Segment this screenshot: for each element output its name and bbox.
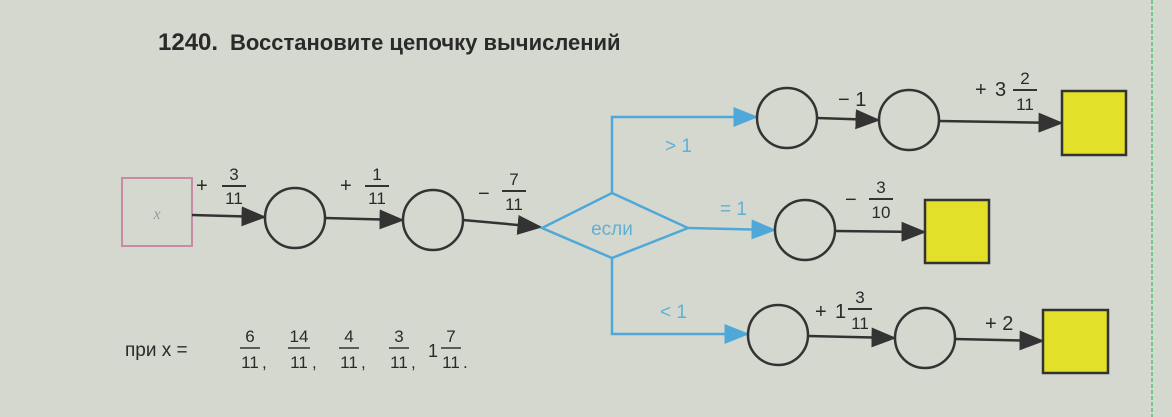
op-sign: − — [478, 183, 490, 205]
arrow — [191, 206, 267, 227]
svg-text:,: , — [411, 353, 416, 372]
op-whole: 3 — [995, 79, 1006, 101]
value-numerator: 7 — [446, 327, 455, 346]
start-variable: x — [152, 206, 160, 223]
branch-gt-line — [610, 107, 759, 193]
blank-circle[interactable] — [893, 306, 957, 370]
op-numerator: 3 — [229, 165, 238, 184]
op-whole: 1 — [835, 301, 846, 323]
svg-text:.: . — [463, 353, 468, 372]
op-denominator: 10 — [872, 203, 891, 222]
op-sign: − — [845, 189, 857, 211]
op-numerator: 3 — [855, 288, 864, 307]
svg-text:,: , — [312, 353, 317, 372]
result-box[interactable] — [1060, 89, 1128, 157]
blank-circle[interactable] — [263, 186, 327, 250]
op-sign: + — [340, 175, 352, 197]
op-denominator: 11 — [225, 189, 243, 208]
svg-text:,: , — [262, 353, 267, 372]
blank-circle[interactable] — [401, 188, 465, 252]
op-sign: + — [975, 79, 987, 101]
value-denominator: 11 — [290, 353, 308, 372]
arrow — [938, 112, 1064, 133]
blank-circle[interactable] — [877, 88, 941, 152]
value-numerator: 3 — [394, 327, 403, 346]
value-whole: 1 — [428, 341, 438, 361]
value-denominator: 11 — [241, 353, 259, 372]
op-numerator: 3 — [876, 178, 885, 197]
op-denominator: 11 — [851, 314, 869, 333]
value-numerator: 14 — [290, 327, 309, 346]
value-denominator: 11 — [340, 353, 358, 372]
op-numerator: 7 — [509, 170, 518, 189]
value-numerator: 6 — [245, 327, 254, 346]
problem-number: 1240. — [158, 29, 218, 56]
arrow — [816, 109, 881, 130]
arrow — [462, 215, 543, 235]
branch-lt-line — [610, 258, 750, 344]
op-numerator: 1 — [372, 165, 381, 184]
op-numerator: 2 — [1020, 69, 1029, 88]
problem-title: Восстановите цепочку вычислений — [230, 30, 621, 55]
op-denominator: 11 — [505, 195, 523, 214]
blank-circle[interactable] — [755, 86, 819, 150]
arrow — [954, 330, 1045, 351]
branch-lt-condition: < 1 — [660, 302, 687, 323]
value-numerator: 4 — [344, 327, 353, 346]
result-box[interactable] — [923, 198, 991, 265]
decision-label: если — [591, 219, 633, 240]
values-prefix: при x = — [125, 340, 188, 361]
op-sign: + — [196, 175, 208, 197]
op-denominator: 11 — [1016, 95, 1034, 114]
svg-text:,: , — [361, 353, 366, 372]
x-values: при x = 6 11 , 14 11 , 4 11 , 3 11 , 1 7… — [125, 327, 468, 372]
value-denominator: 11 — [390, 353, 408, 372]
branch-gt-condition: > 1 — [665, 136, 692, 157]
branch-eq-line — [687, 219, 777, 240]
blank-circle[interactable] — [773, 198, 837, 262]
arrow — [324, 209, 405, 230]
op-denominator: 11 — [368, 189, 386, 208]
op-sign: + — [815, 301, 827, 323]
result-box[interactable] — [1041, 308, 1110, 375]
branch-eq-condition: = 1 — [720, 199, 747, 220]
blank-circle[interactable] — [746, 303, 810, 367]
op-label: + 2 — [985, 313, 1013, 335]
arrow — [807, 327, 897, 348]
start-box — [121, 177, 193, 247]
arrow — [834, 221, 927, 242]
value-denominator: 11 — [442, 353, 460, 372]
op-label: − 1 — [838, 89, 866, 111]
